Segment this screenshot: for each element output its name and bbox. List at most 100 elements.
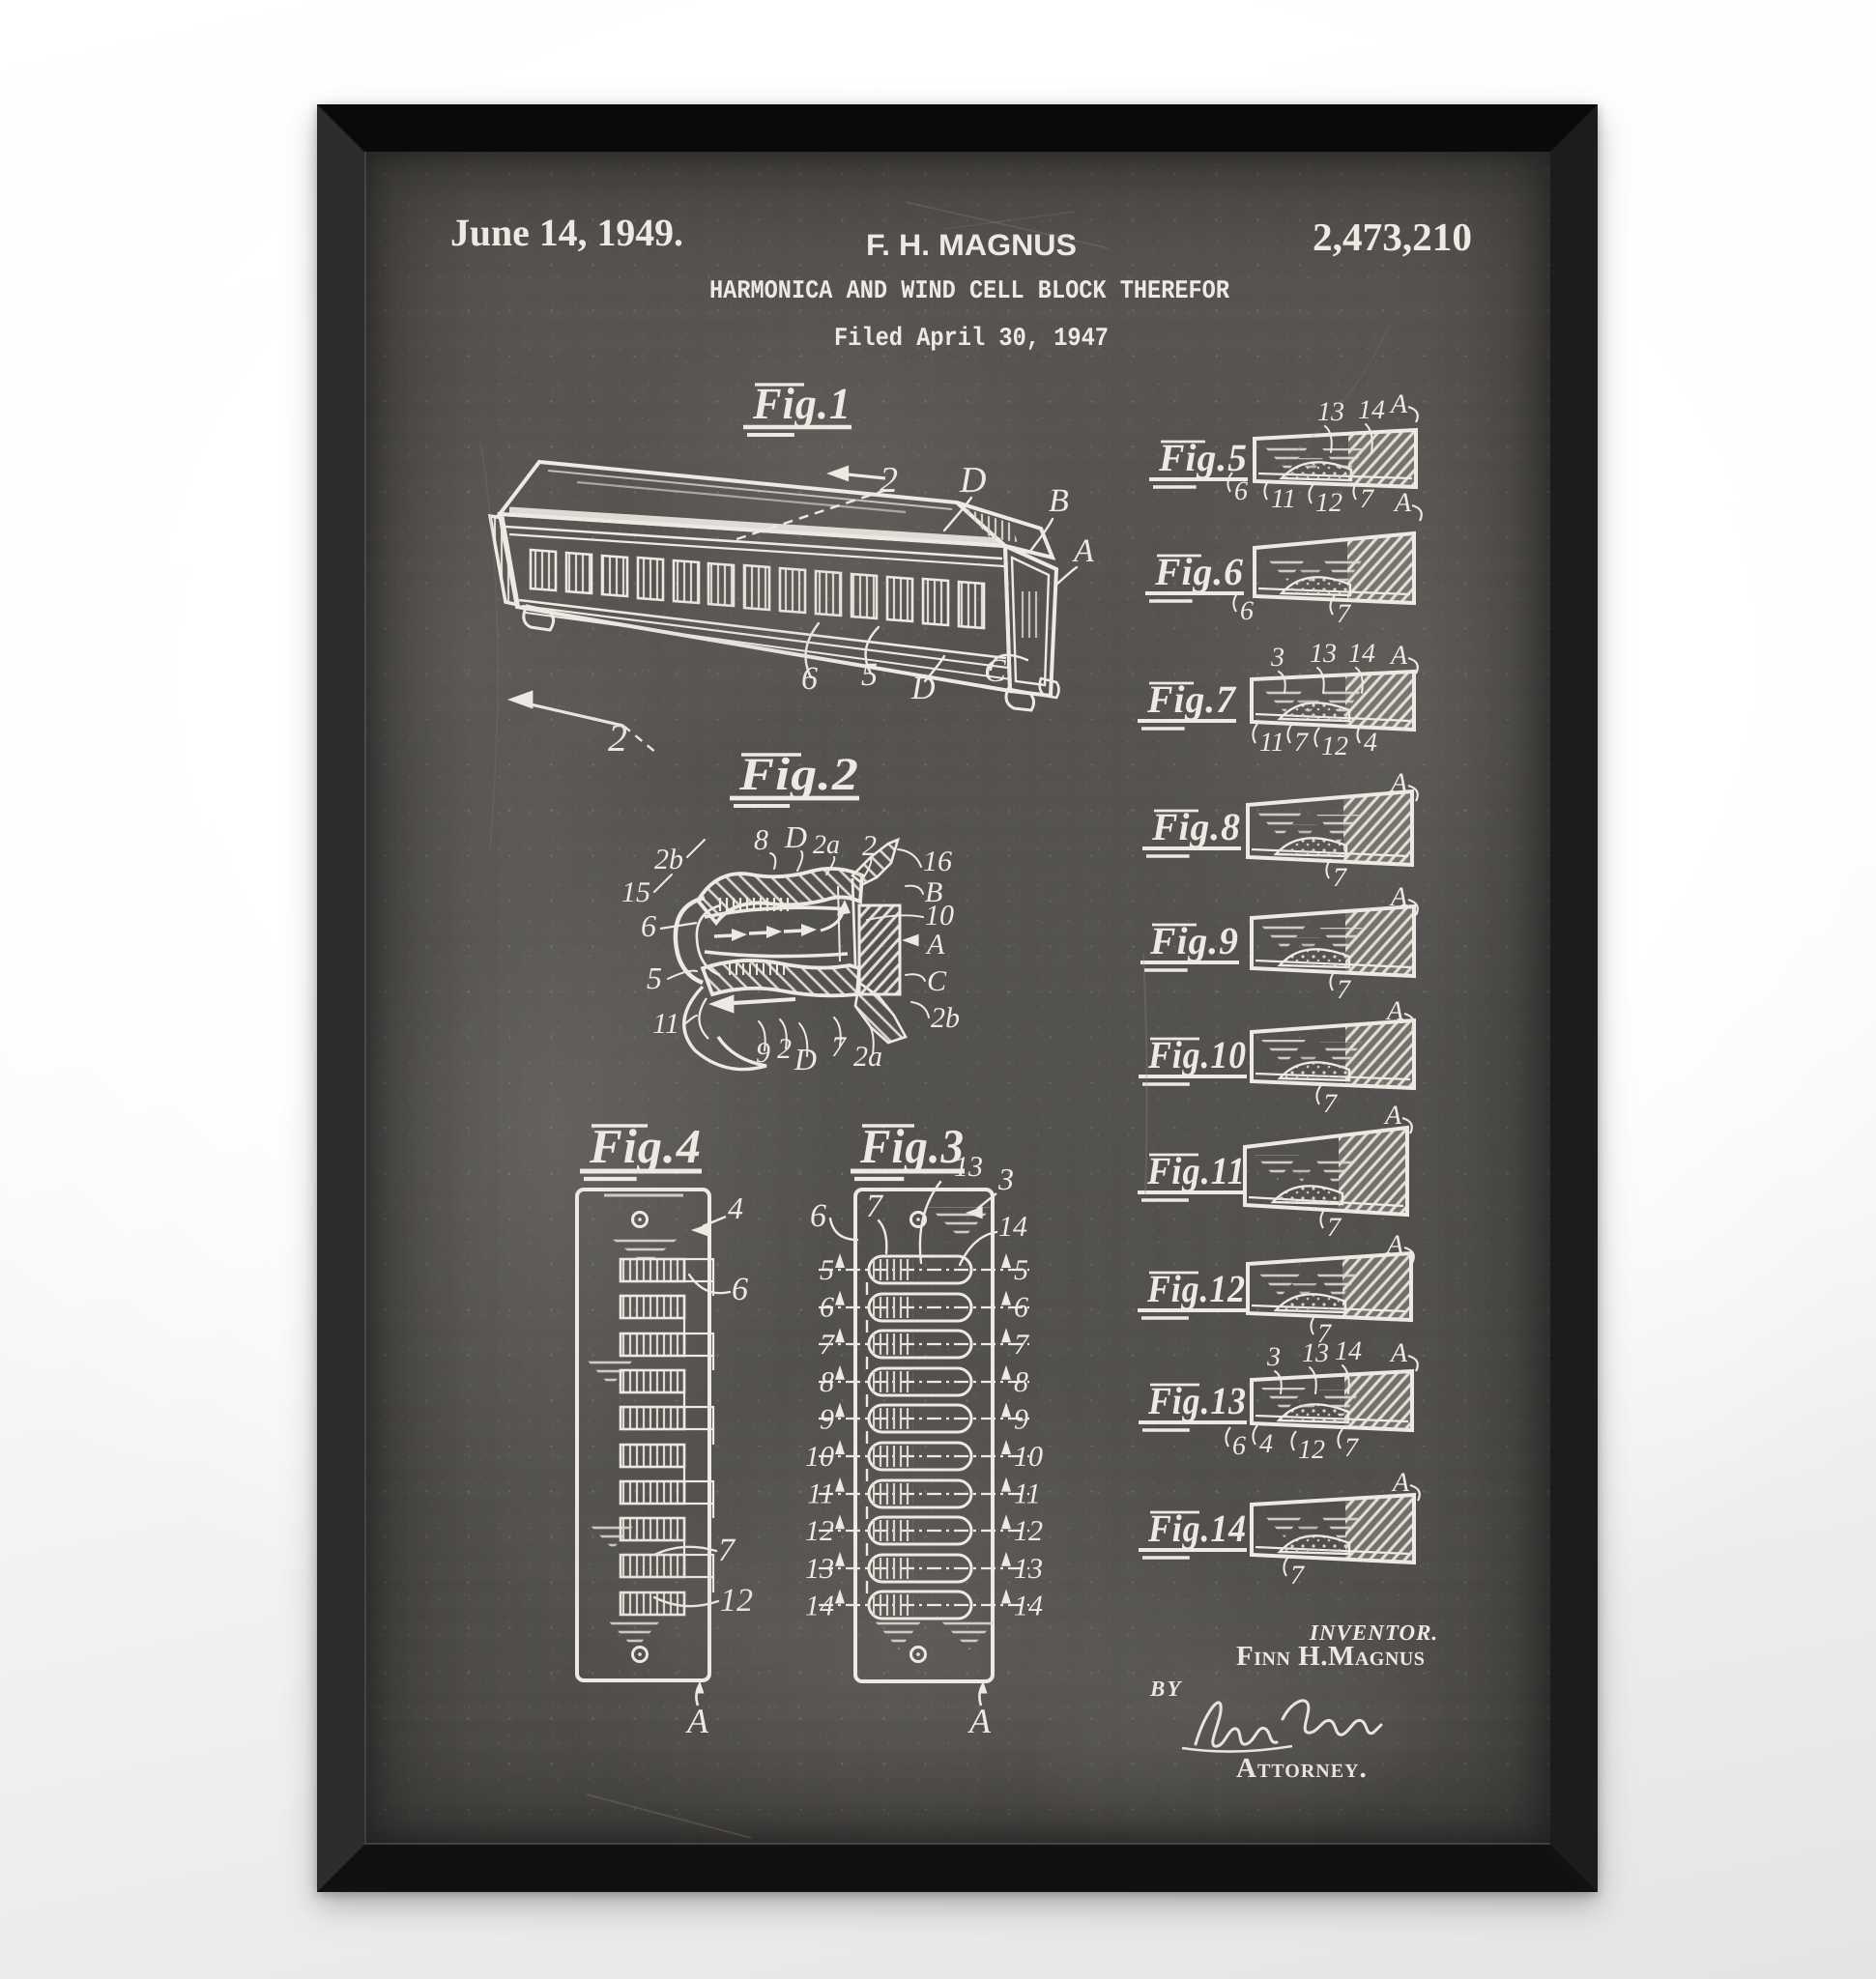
svg-text:2a: 2a — [813, 830, 840, 860]
svg-text:5: 5 — [820, 1254, 834, 1286]
svg-text:15: 15 — [621, 876, 650, 908]
svg-text:9: 9 — [756, 1037, 770, 1069]
svg-text:D: D — [910, 671, 936, 706]
svg-text:A: A — [1393, 488, 1412, 518]
svg-text:2a: 2a — [853, 1041, 882, 1073]
svg-text:C: C — [927, 965, 947, 997]
svg-text:10: 10 — [925, 900, 954, 932]
svg-text:11: 11 — [1014, 1478, 1041, 1510]
svg-text:A: A — [1383, 1101, 1402, 1131]
svg-text:12: 12 — [720, 1583, 753, 1619]
svg-text:5: 5 — [1014, 1254, 1028, 1286]
svg-text:A: A — [1391, 1468, 1410, 1498]
svg-text:7: 7 — [1323, 1089, 1338, 1119]
svg-text:6: 6 — [732, 1272, 748, 1307]
svg-text:13: 13 — [1302, 1338, 1329, 1368]
svg-text:4: 4 — [1364, 728, 1377, 758]
svg-text:6: 6 — [810, 1198, 826, 1234]
svg-text:11: 11 — [652, 1008, 679, 1040]
svg-text:B: B — [1049, 483, 1069, 519]
svg-text:7: 7 — [1333, 863, 1347, 893]
svg-text:Fig.1: Fig.1 — [752, 379, 851, 428]
svg-text:12: 12 — [1315, 488, 1342, 518]
svg-text:3: 3 — [1266, 1342, 1281, 1372]
svg-text:7: 7 — [1294, 728, 1309, 758]
svg-text:2: 2 — [862, 830, 877, 862]
svg-text:3: 3 — [997, 1162, 1014, 1196]
svg-text:6: 6 — [641, 908, 656, 943]
svg-text:14: 14 — [1014, 1590, 1043, 1621]
svg-text:A: A — [1385, 1230, 1404, 1260]
svg-text:Fig.7: Fig.7 — [1146, 677, 1237, 721]
svg-text:June 14, 1949.: June 14, 1949. — [450, 211, 683, 254]
svg-text:13: 13 — [954, 1151, 983, 1183]
svg-text:12: 12 — [1014, 1515, 1043, 1547]
svg-text:2: 2 — [608, 716, 627, 760]
svg-text:9: 9 — [820, 1403, 834, 1435]
svg-text:8: 8 — [820, 1366, 834, 1398]
svg-text:B: B — [925, 876, 942, 908]
svg-text:10: 10 — [1014, 1441, 1043, 1473]
svg-text:13: 13 — [805, 1553, 834, 1585]
svg-text:2b: 2b — [931, 1002, 960, 1034]
svg-text:9: 9 — [1014, 1403, 1028, 1435]
svg-text:12: 12 — [1298, 1435, 1325, 1465]
svg-text:7: 7 — [1360, 484, 1374, 514]
svg-text:Fig.6: Fig.6 — [1154, 550, 1244, 593]
svg-text:7: 7 — [1344, 1433, 1359, 1463]
svg-text:12: 12 — [1321, 731, 1348, 761]
svg-text:Fig.13: Fig.13 — [1147, 1379, 1247, 1422]
svg-text:7: 7 — [1317, 1319, 1332, 1349]
svg-text:C: C — [984, 653, 1006, 689]
svg-text:A: A — [967, 1702, 992, 1740]
svg-text:6: 6 — [801, 661, 818, 697]
svg-text:13: 13 — [1310, 639, 1337, 669]
svg-text:7: 7 — [718, 1533, 736, 1568]
svg-text:4: 4 — [728, 1190, 743, 1225]
svg-text:A: A — [1385, 996, 1404, 1026]
svg-text:Fig.4: Fig.4 — [589, 1119, 702, 1173]
svg-text:7: 7 — [1327, 1213, 1342, 1243]
svg-text:D: D — [794, 1042, 817, 1076]
svg-text:14: 14 — [1358, 395, 1385, 425]
svg-text:A: A — [1389, 1338, 1408, 1368]
svg-text:2: 2 — [777, 1033, 792, 1065]
svg-text:14: 14 — [998, 1211, 1027, 1243]
svg-text:7: 7 — [866, 1189, 884, 1224]
svg-text:Filed April 30, 1947: Filed April 30, 1947 — [834, 325, 1109, 354]
svg-text:8: 8 — [754, 824, 768, 856]
svg-text:2: 2 — [880, 460, 898, 501]
svg-text:6: 6 — [820, 1292, 834, 1324]
svg-text:A: A — [1389, 641, 1408, 671]
svg-text:Fig.10: Fig.10 — [1147, 1033, 1247, 1076]
svg-text:14: 14 — [1348, 639, 1375, 669]
svg-text:Fig.14: Fig.14 — [1147, 1506, 1247, 1550]
svg-text:A: A — [1389, 882, 1408, 912]
svg-text:11: 11 — [1271, 484, 1296, 514]
svg-text:Fig.3: Fig.3 — [859, 1119, 965, 1173]
svg-text:Fig.2: Fig.2 — [738, 749, 859, 800]
svg-text:5: 5 — [861, 657, 878, 693]
svg-text:10: 10 — [805, 1441, 834, 1473]
svg-text:INVENTOR.: INVENTOR. — [1309, 1620, 1438, 1645]
svg-text:2b: 2b — [654, 844, 683, 875]
svg-text:11: 11 — [807, 1478, 834, 1510]
svg-text:Fig.11: Fig.11 — [1146, 1149, 1246, 1192]
svg-text:A: A — [1389, 768, 1408, 798]
svg-text:BY: BY — [1149, 1677, 1182, 1701]
svg-text:6: 6 — [1240, 596, 1254, 626]
svg-text:7: 7 — [1290, 1561, 1305, 1591]
svg-text:A: A — [685, 1702, 709, 1740]
svg-text:3: 3 — [1270, 643, 1284, 673]
svg-text:Fig.5: Fig.5 — [1158, 436, 1248, 479]
svg-text:12: 12 — [805, 1515, 834, 1547]
svg-text:13: 13 — [1317, 397, 1344, 427]
svg-text:4: 4 — [1259, 1429, 1273, 1459]
svg-text:D: D — [959, 460, 986, 501]
svg-text:14: 14 — [1335, 1336, 1362, 1366]
svg-text:Attorney.: Attorney. — [1236, 1753, 1368, 1784]
svg-text:7: 7 — [831, 1031, 848, 1063]
svg-text:F. H. MAGNUS: F. H. MAGNUS — [866, 228, 1077, 262]
svg-text:Fig.9: Fig.9 — [1149, 919, 1239, 962]
svg-text:D: D — [784, 819, 807, 854]
